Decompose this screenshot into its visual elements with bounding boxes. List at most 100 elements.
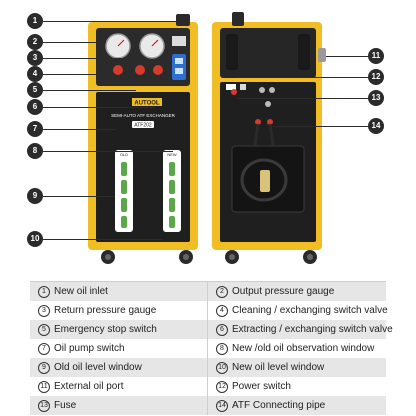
legend-cell: 4 Cleaning / exchanging switch valve [208, 301, 388, 320]
legend-cell: 8 New /old oil observation window [208, 339, 386, 358]
brand-text: AUTOOL [134, 101, 160, 107]
legend-number: 8 [216, 342, 228, 355]
callout-6: 6 [27, 99, 43, 115]
back-top-panel [220, 28, 316, 78]
legend-cell: 9 Old oil level window [30, 358, 208, 377]
legend-cell: 13 Fuse [30, 396, 208, 415]
legend-cell: 1 New oil inlet [30, 282, 208, 301]
leader-4 [43, 74, 113, 75]
legend-row: 3 Return pressure gauge 4 Cleaning / excha… [30, 301, 388, 320]
callout-3: 3 [27, 50, 43, 66]
legend-cell: 14 ATF Connecting pipe [208, 396, 386, 415]
callout-14: 14 [368, 118, 384, 134]
leader-7 [43, 129, 116, 130]
legend-number: 7 [38, 342, 50, 355]
legend-row: 9 Old oil level window 10 New oil level wi… [30, 358, 386, 377]
callout-1: 1 [27, 13, 43, 29]
legend-cell: 5 Emergency stop switch [30, 320, 208, 339]
callout-2: 2 [27, 34, 43, 50]
new-oil-inlet-cap [176, 14, 190, 26]
legend-text: Return pressure gauge [54, 305, 157, 316]
legend-text: New oil level window [232, 362, 325, 373]
front-machine: AUTOOL SEMI-AUTO ATF EXCHANGER ATF202 OL… [88, 14, 198, 264]
legend-number: 4 [216, 304, 228, 317]
legend-number: 6 [216, 323, 228, 336]
legend-cell: 7 Oil pump switch [30, 339, 208, 358]
machine-title: SEMI-AUTO ATF EXCHANGER [111, 113, 176, 118]
legend-text: ATF Connecting pipe [232, 400, 326, 411]
external-oil-port [318, 48, 326, 62]
legend-text: Extracting / exchanging switch valve [232, 324, 393, 335]
legend-cell: 3 Return pressure gauge [30, 301, 208, 320]
legend-row: 11 External oil port 12 Power switch [30, 377, 386, 396]
observation-window [172, 54, 186, 80]
back-cap [232, 12, 244, 26]
model-text: ATF202 [134, 123, 152, 129]
legend-cell: 6 Extracting / exchanging switch valve [208, 320, 393, 339]
legend-text: New /old oil observation window [232, 343, 375, 354]
leader-10 [43, 239, 163, 240]
old-level-ticks [121, 162, 127, 228]
small-label [172, 36, 186, 46]
callout-12: 12 [368, 69, 384, 85]
leader-1 [43, 21, 176, 22]
legend-row: 5 Emergency stop switch 6 Extracting / exc… [30, 320, 393, 339]
legend-number: 14 [216, 399, 228, 412]
leader-6 [43, 107, 155, 108]
back-machine [212, 12, 326, 264]
legend-number: 1 [38, 285, 50, 298]
adapter-set [260, 170, 270, 192]
legend-text: Emergency stop switch [54, 324, 157, 335]
callout-13: 13 [368, 90, 384, 106]
new-window-label: NEW [167, 152, 177, 157]
legend-row: 7 Oil pump switch 8 New /old oil observati… [30, 339, 386, 358]
legend-number: 5 [38, 323, 50, 336]
leader-8 [43, 151, 173, 152]
legend-text: Fuse [54, 400, 77, 411]
model-badge [132, 121, 154, 128]
leader-2 [43, 42, 106, 43]
leader-5 [43, 90, 136, 91]
atf-connector-left [255, 119, 261, 125]
legend-number: 3 [38, 304, 50, 317]
legend-row: 13 Fuse 14 ATF Connecting pipe [30, 396, 386, 415]
cleaning-switch-valve [113, 65, 123, 75]
leader-11 [326, 56, 368, 57]
legend-text: Old oil level window [54, 362, 142, 373]
legend-text: Oil pump switch [54, 343, 125, 354]
old-window-label: OLD [120, 152, 128, 157]
fuse [231, 89, 237, 95]
leader-9 [43, 196, 115, 197]
leader-3 [43, 58, 140, 59]
legend-text: New oil inlet [54, 286, 108, 297]
legend-number: 11 [38, 380, 50, 393]
callout-7: 7 [27, 121, 43, 137]
power-switch [226, 84, 236, 90]
callout-11: 11 [368, 48, 384, 64]
legend-number: 10 [216, 361, 228, 374]
legend-text: External oil port [54, 381, 124, 392]
legend-number: 12 [216, 380, 228, 393]
hose-coil [240, 158, 288, 202]
leader-14 [273, 126, 368, 127]
atf-connector-right [267, 119, 273, 125]
emergency-stop-switch [135, 65, 145, 75]
callout-4: 4 [27, 66, 43, 82]
extract-switch-valve [153, 65, 163, 75]
legend-cell: 12 Power switch [208, 377, 386, 396]
product-illustration: AUTOOL SEMI-AUTO ATF EXCHANGER ATF202 OL… [27, 12, 384, 264]
brand-badge [132, 98, 162, 106]
legend-text: Output pressure gauge [232, 286, 335, 297]
legend-number: 13 [38, 399, 50, 412]
callout-5: 5 [27, 82, 43, 98]
callout-8: 8 [27, 143, 43, 159]
new-level-ticks [169, 162, 175, 228]
callout-9: 9 [27, 188, 43, 204]
leader-13 [237, 98, 368, 99]
legend-cell: 10 New oil level window [208, 358, 386, 377]
legend-text: Cleaning / exchanging switch valve [232, 305, 388, 316]
legend-text: Power switch [232, 381, 291, 392]
legend-number: 9 [38, 361, 50, 374]
